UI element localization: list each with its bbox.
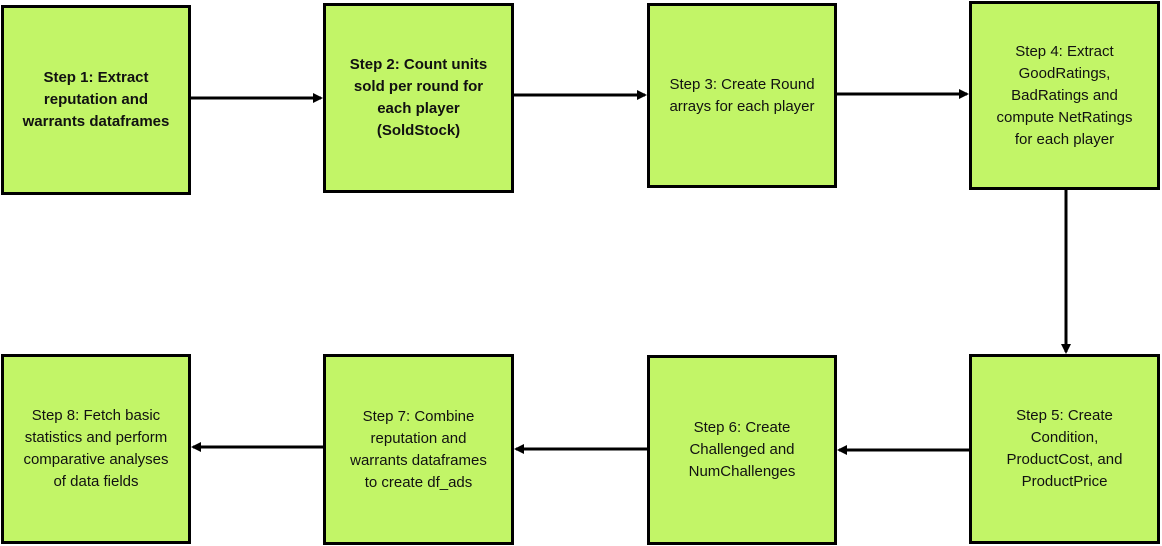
step-5-box: Step 5: Create Condition, ProductCost, a… [969,354,1160,544]
step-4-text: Step 4: Extract GoodRatings, BadRatings … [996,42,1133,148]
step-2-box: Step 2: Count units sold per round for e… [323,3,514,193]
step-2-text: Step 2: Count units sold per round for e… [349,56,488,139]
step-1-box: Step 1: Extract reputation and warrants … [1,5,191,195]
step-7-box: Step 7: Combine reputation and warrants … [323,354,514,545]
step-3-text: Step 3: Create Round arrays for each pla… [669,75,815,115]
step-8-text: Step 8: Fetch basic statistics and perfo… [23,407,169,490]
step-5-text: Step 5: Create Condition, ProductCost, a… [1006,407,1123,490]
step-3-box: Step 3: Create Round arrays for each pla… [647,3,837,188]
step-1-text: Step 1: Extract reputation and warrants … [22,69,170,130]
step-6-text: Step 6: Create Challenged and NumChallen… [688,419,796,480]
step-7-text: Step 7: Combine reputation and warrants … [350,407,487,491]
step-8-box: Step 8: Fetch basic statistics and perfo… [1,354,191,544]
step-4-box: Step 4: Extract GoodRatings, BadRatings … [969,1,1160,190]
step-6-box: Step 6: Create Challenged and NumChallen… [647,355,837,545]
